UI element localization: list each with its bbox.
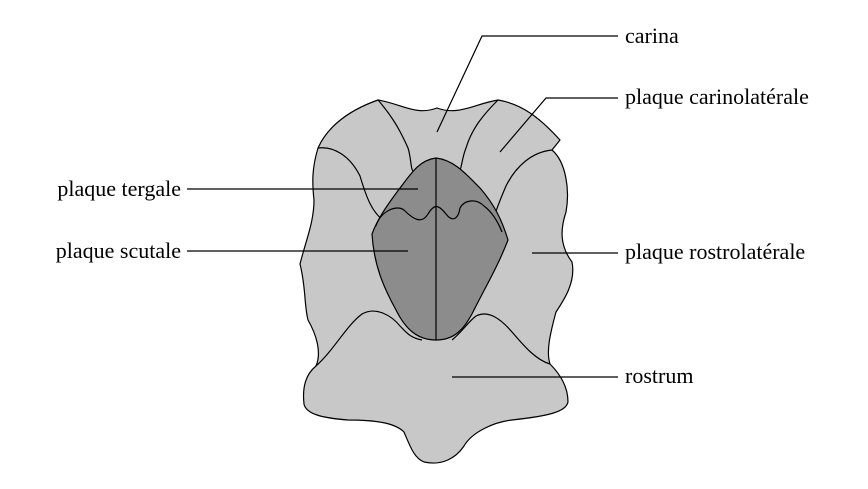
suture-left-rostrum: [315, 310, 423, 367]
label-tergal-plate: plaque tergale: [57, 176, 181, 201]
suture-carina-right: [459, 99, 499, 171]
label-scutal-plate: plaque scutale: [56, 238, 181, 263]
label-rostrolateral-plate: plaque rostrolatérale: [625, 239, 805, 264]
label-carina: carina: [625, 23, 679, 48]
leader-carina: [436, 35, 618, 133]
suture-left-carinolateral: [317, 147, 387, 223]
leader-carinolateral: [499, 97, 618, 153]
tergal-scutal-suture: [375, 200, 503, 233]
label-rostrum: rostrum: [625, 363, 693, 388]
suture-right-rostrum: [451, 313, 551, 365]
label-carinolateral-plate: plaque carinolatérale: [625, 84, 809, 109]
suture-carina-left: [377, 99, 417, 172]
